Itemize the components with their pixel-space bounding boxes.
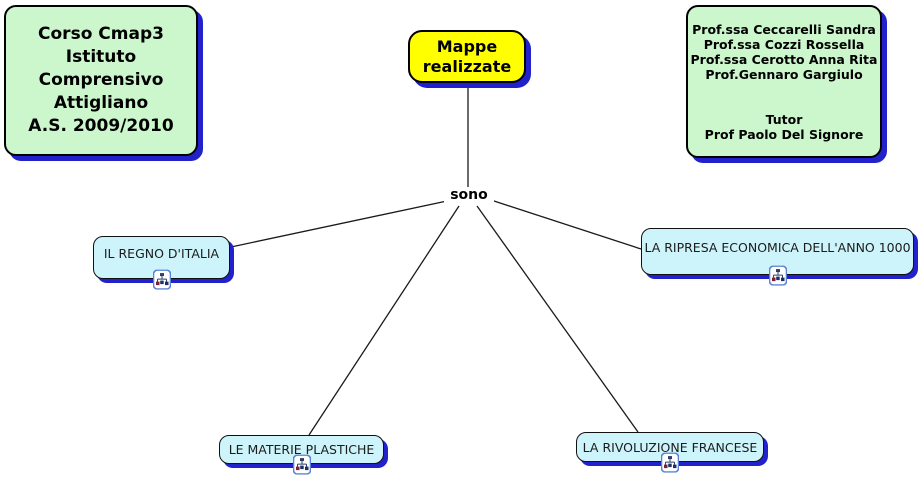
concept-node-le-materie-plastiche[interactable]: LE MATERIE PLASTICHE xyxy=(219,435,384,475)
staff-info-box[interactable]: Prof.ssa Ceccarelli Sandra Prof.ssa Cozz… xyxy=(686,5,882,158)
concept-node-la-rivoluzione-francese[interactable]: LA RIVOLUZIONE FRANCESE xyxy=(576,432,764,473)
tutor-name: Prof Paolo Del Signore xyxy=(704,126,864,142)
submap-icon[interactable] xyxy=(660,452,680,473)
root-node-mappe-realizzate[interactable]: Mappe realizzate xyxy=(408,30,526,83)
concept-node-la-ripresa-economica[interactable]: LA RIPRESA ECONOMICA DELL'ANNO 1000 xyxy=(641,228,914,286)
course-title-line: A.S. 2009/2010 xyxy=(28,116,174,136)
course-title-line: Comprensivo xyxy=(38,70,164,90)
concept-node-il-regno-ditalia[interactable]: IL REGNO D'ITALIA xyxy=(93,236,230,290)
concept-label: LA RIVOLUZIONE FRANCESE xyxy=(582,439,758,455)
professor-name: Prof.ssa Cozzi Rossella xyxy=(703,36,865,52)
submap-icon[interactable] xyxy=(292,454,311,475)
course-title-line: Istituto xyxy=(65,47,137,67)
professors-list: Prof.ssa Ceccarelli Sandra Prof.ssa Cozz… xyxy=(691,22,878,82)
concept-label: LA RIPRESA ECONOMICA DELL'ANNO 1000 xyxy=(644,240,911,255)
submap-icon[interactable] xyxy=(152,269,171,290)
professor-name: Prof.ssa Cerotto Anna Rita xyxy=(690,51,878,67)
root-node-label: Mappe realizzate xyxy=(422,36,512,76)
linking-phrase-label: sono xyxy=(450,187,488,203)
professor-name: Prof.ssa Ceccarelli Sandra xyxy=(692,21,876,37)
course-info-box[interactable]: Corso Cmap3 Istituto Comprensivo Attigli… xyxy=(4,5,198,156)
course-title-line: Corso Cmap3 xyxy=(38,24,164,44)
professor-name: Prof.Gennaro Gargiulo xyxy=(705,66,863,82)
concept-label: IL REGNO D'ITALIA xyxy=(103,246,220,261)
concept-label: LE MATERIE PLASTICHE xyxy=(228,442,375,457)
submap-icon[interactable] xyxy=(768,265,787,286)
course-title-line: Attigliano xyxy=(53,93,149,113)
linking-phrase-sono[interactable]: sono xyxy=(444,187,494,203)
tutor-group: Tutor Prof Paolo Del Signore xyxy=(705,112,864,142)
tutor-label: Tutor xyxy=(765,111,803,127)
